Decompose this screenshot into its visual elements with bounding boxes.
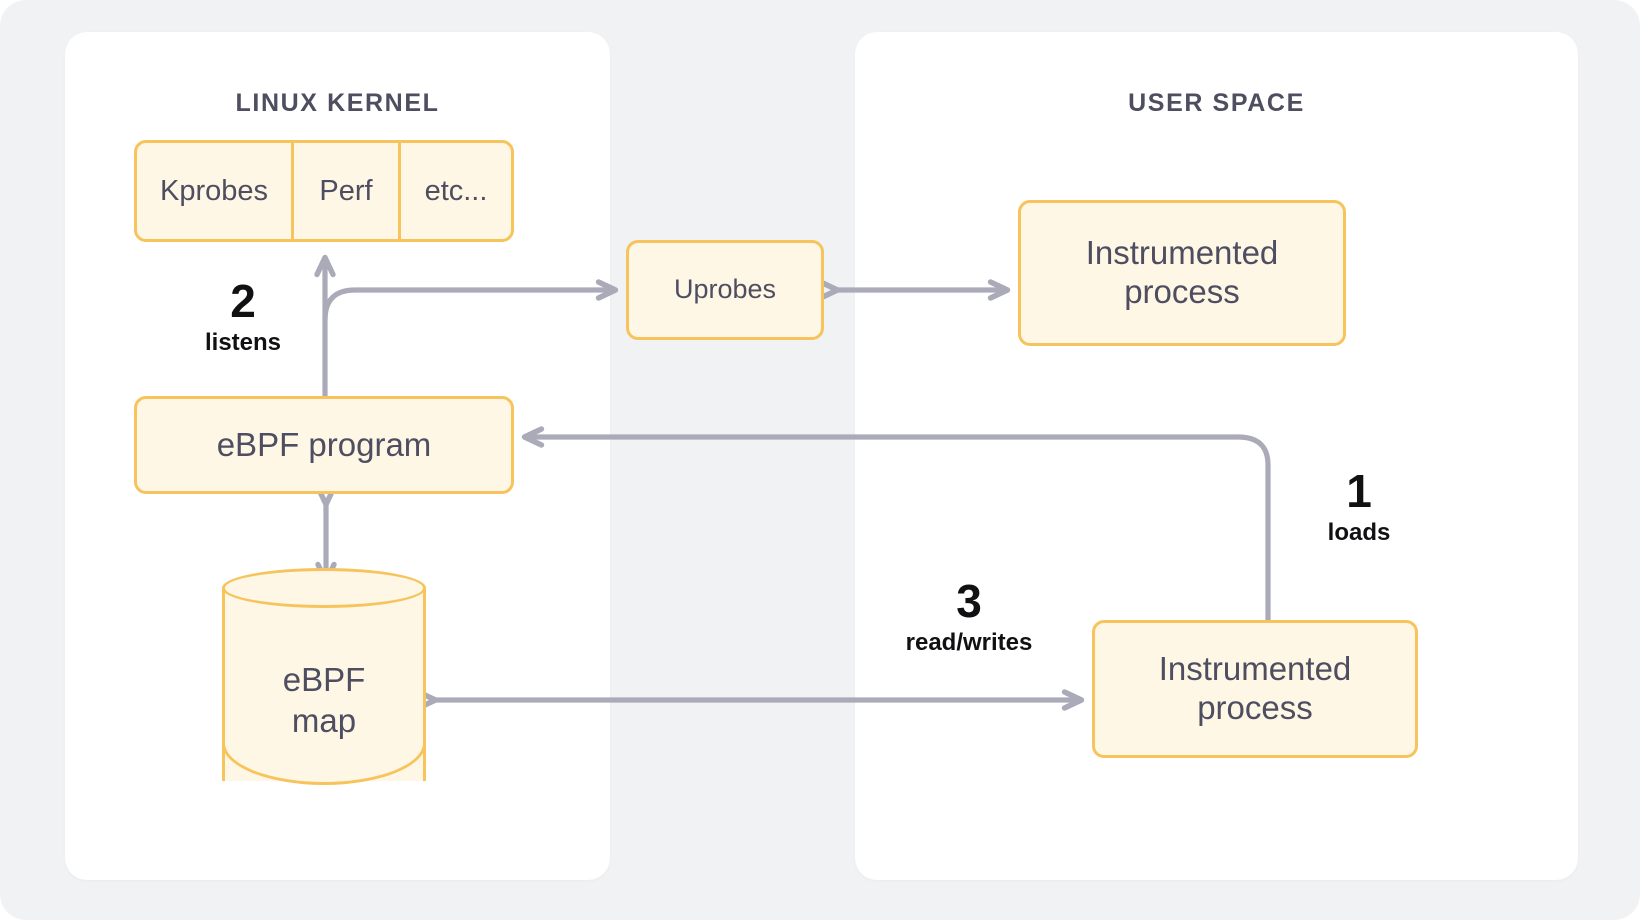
step-text-1: loads	[1327, 519, 1391, 546]
probe-cell-kprobes[interactable]: Kprobes	[137, 143, 294, 239]
node-ebpf-map-line2: map	[291, 702, 357, 739]
step-label-1: 1 loads	[1294, 468, 1424, 545]
panel-title-linux-kernel: LINUX KERNEL	[235, 89, 440, 117]
cylinder-top-ellipse	[222, 568, 426, 608]
step-label-2: 2 listens	[178, 278, 308, 355]
step-label-3: 3 read/writes	[880, 578, 1058, 655]
node-ebpf-map-line1: eBPF	[282, 660, 366, 698]
node-instrumented-process-top-line1: Instrumented	[1085, 234, 1279, 272]
node-instrumented-process-top-line2: process	[1124, 273, 1240, 310]
step-text-3: read/writes	[905, 629, 1033, 656]
node-instrumented-process-top[interactable]: Instrumented process	[1018, 200, 1346, 346]
node-ebpf-map[interactable]: eBPF map	[222, 568, 426, 800]
probe-cell-etc[interactable]: etc...	[424, 174, 488, 207]
step-number-3: 3	[956, 575, 982, 627]
probe-cell-perf[interactable]: Perf	[294, 143, 401, 239]
node-instrumented-process-bottom-line2: process	[1197, 689, 1313, 726]
panel-title-user-space: USER SPACE	[1128, 89, 1305, 117]
step-number-2: 2	[230, 275, 256, 327]
node-instrumented-process-bottom-line1: Instrumented	[1158, 650, 1352, 688]
node-ebpf-program[interactable]: eBPF program	[134, 396, 514, 494]
node-ebpf-map-label: eBPF map	[222, 620, 426, 780]
node-uprobes[interactable]: Uprobes	[626, 240, 824, 340]
step-number-1: 1	[1346, 465, 1372, 517]
node-instrumented-process-bottom[interactable]: Instrumented process	[1092, 620, 1418, 758]
probes-strip: Kprobes Perf etc...	[134, 140, 514, 242]
step-text-2: listens	[204, 329, 282, 356]
